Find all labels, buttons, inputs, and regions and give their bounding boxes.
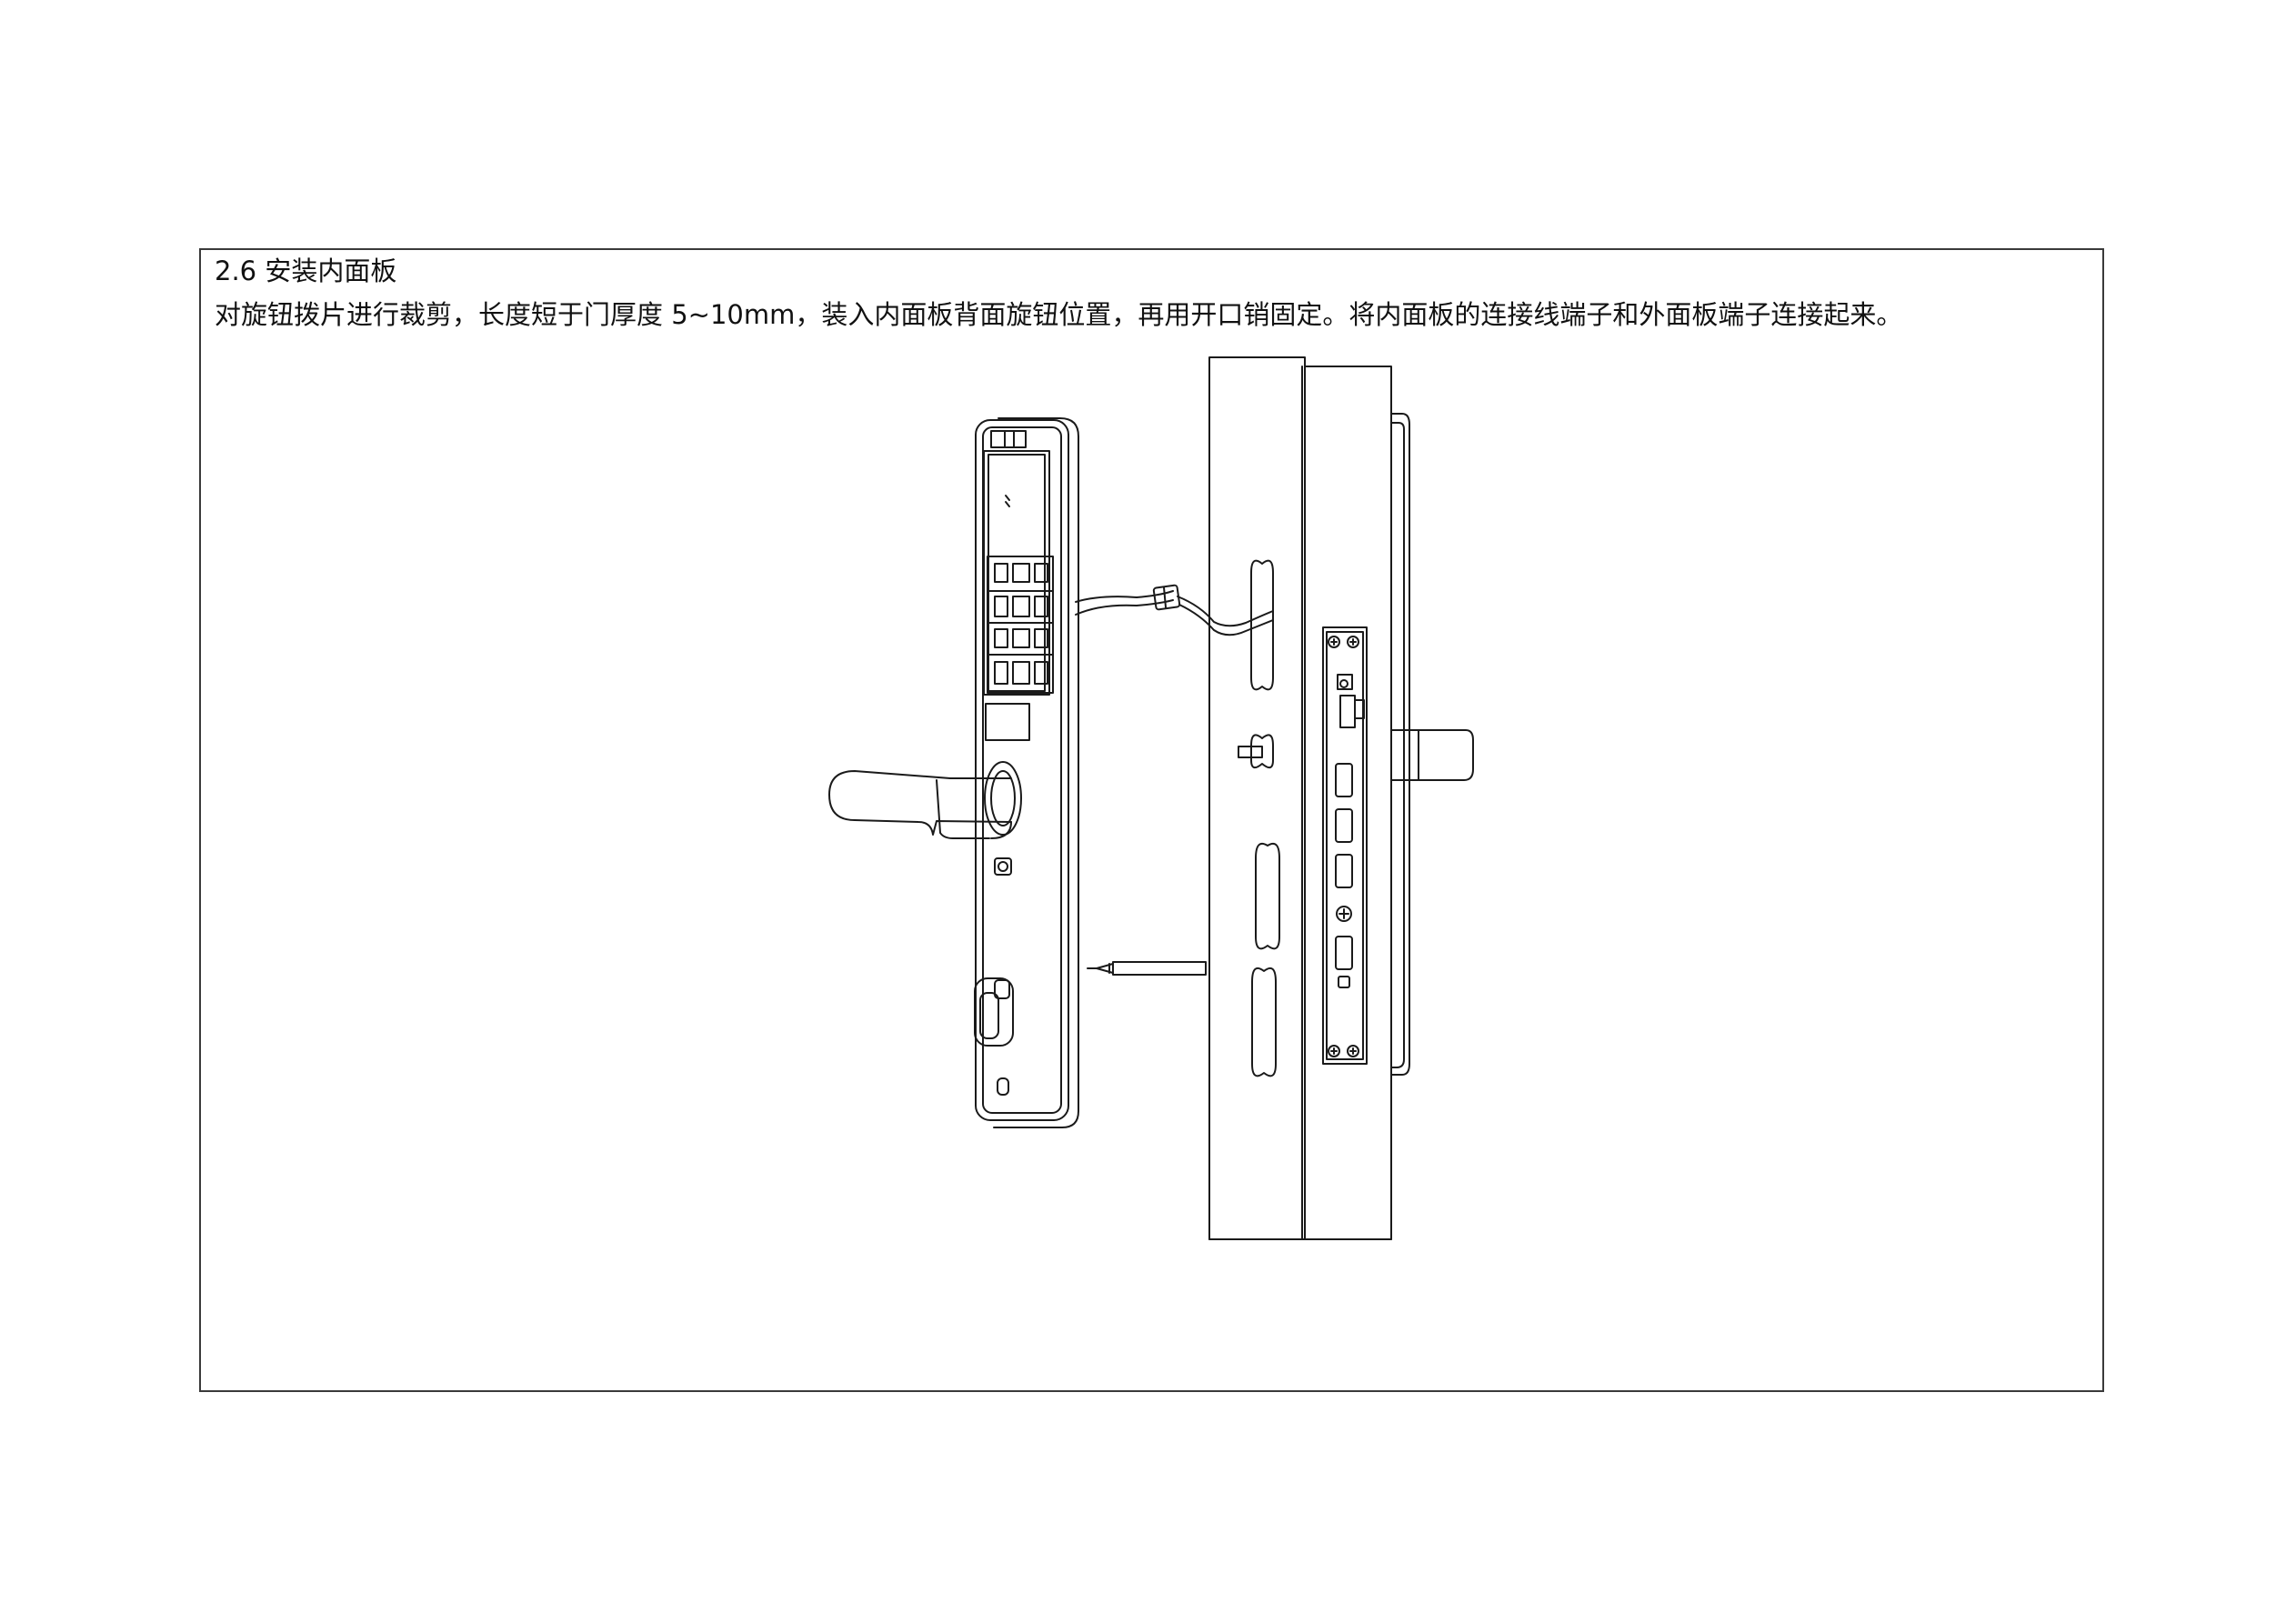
inner-screw <box>994 857 1012 876</box>
inner-bottom-screw <box>997 1077 1009 1096</box>
thumb-turn-knob <box>974 977 1014 1047</box>
instruction-text: 对旋钮拨片进行裁剪，长度短于门厚度 5~10mm，装入内面板背面旋钮位置，再用开… <box>215 299 1903 330</box>
door-slab <box>1208 356 1392 1240</box>
inner-panel-module <box>985 703 1030 741</box>
section-heading: 2.6 安装内面板 <box>215 255 397 286</box>
outer-panel <box>1390 413 1474 1076</box>
inner-handle <box>828 761 1022 839</box>
connection-cable <box>1075 584 1274 636</box>
content-frame <box>199 248 2104 1392</box>
inner-panel <box>975 417 1079 1128</box>
cut-spindle-pin <box>1087 961 1207 976</box>
mortise-lock-faceplate <box>1322 626 1368 1065</box>
battery-connector-block <box>987 556 1054 694</box>
